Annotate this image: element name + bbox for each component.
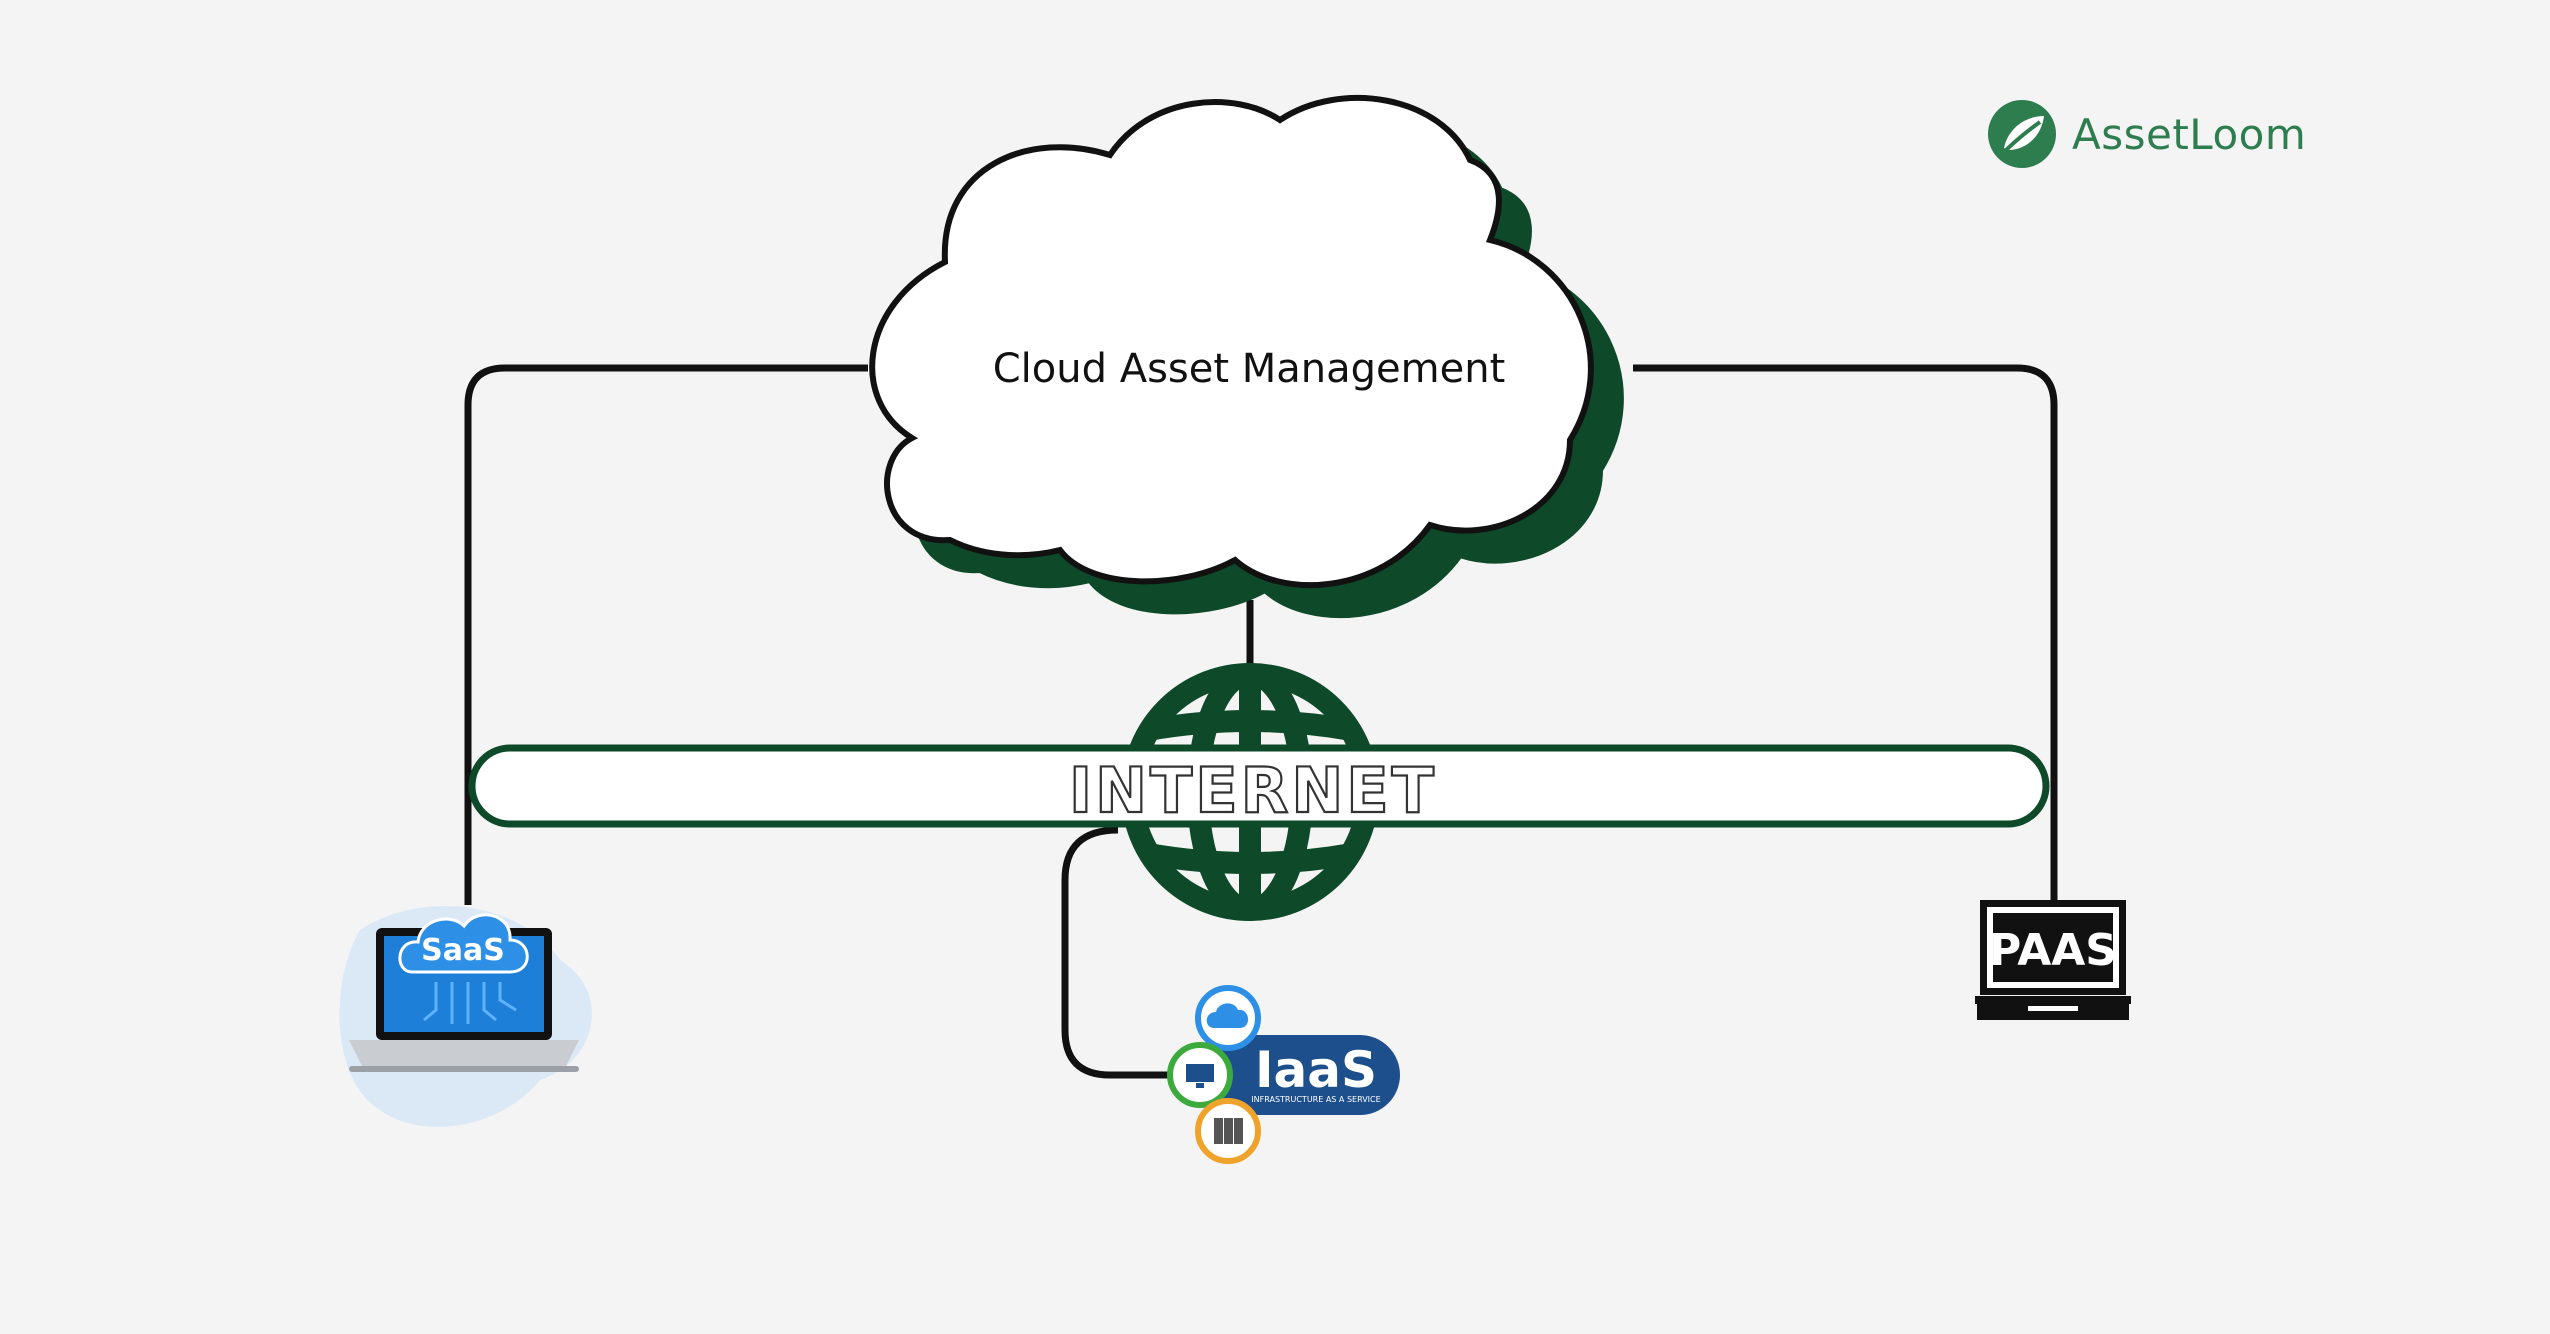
brand-logo: AssetLoom [1986,94,2306,174]
iaas-node: IaaS INFRASTRUCTURE AS A SERVICE [1167,985,1400,1164]
laptop-cloud-icon [349,913,579,1072]
cloud-shape [869,94,1594,588]
cloud-badge-icon [1195,985,1261,1051]
monitor-badge-icon [1167,1042,1233,1108]
cloud-label: Cloud Asset Management [993,346,1506,392]
connector-lines [464,364,2058,1079]
leaf-logo-icon [1988,100,2056,168]
iaas-sublabel: INFRASTRUCTURE AS A SERVICE [1251,1095,1380,1104]
internet-label: INTERNET [1069,754,1437,827]
paas-label: PAAS [1989,925,2117,976]
laptop-icon [1975,900,2131,1020]
server-badge-icon [1195,1098,1261,1164]
saas-label: SaaS [421,933,505,968]
brand-name: AssetLoom [2072,109,2307,159]
iaas-label: IaaS [1255,1041,1377,1099]
paas-node: PAAS [1975,900,2131,1020]
internet-bar [468,744,2050,828]
iaas-pill [1195,1035,1400,1115]
saas-node: SaaS [339,906,593,1127]
